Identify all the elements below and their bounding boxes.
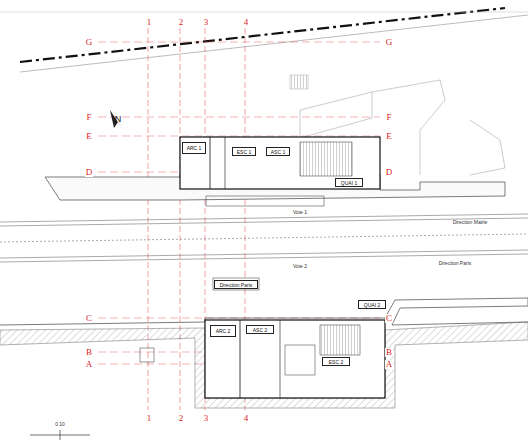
grid-label: 1 <box>146 18 153 27</box>
room-label: QUAI 2 <box>362 302 382 308</box>
room-box: ESC 2 <box>322 357 350 366</box>
grid-label: A <box>85 360 94 369</box>
plan-note: 0 10 <box>55 422 65 427</box>
room-box: Direction Paris <box>214 280 258 289</box>
room-label: QUAI 1 <box>339 180 359 186</box>
grid-label: B <box>85 348 93 357</box>
room-label: ASC 2 <box>251 327 269 333</box>
grid-label: F <box>385 113 392 122</box>
grid-label: F <box>85 113 92 122</box>
grid-label: 1 <box>146 414 153 423</box>
room-box: ASC 1 <box>266 147 290 156</box>
room-box: ASC 2 <box>246 325 274 334</box>
grid-label: 2 <box>178 18 185 27</box>
plan-note: N <box>115 115 122 124</box>
plan-note: Direction Mairie <box>453 220 488 225</box>
grid-label: 3 <box>203 18 210 27</box>
grid-label: 3 <box>203 414 210 423</box>
grid-label: C <box>385 314 393 323</box>
room-box: ARC 1 <box>182 142 206 154</box>
room-label: ARC 2 <box>214 328 233 334</box>
room-label: ARC 1 <box>185 145 204 151</box>
grid-label: G <box>85 38 94 47</box>
room-box: ESC 1 <box>232 147 256 156</box>
grid-label: C <box>85 314 93 323</box>
room-label: ASC 1 <box>269 149 287 155</box>
room-label: Direction Paris <box>218 282 255 288</box>
grid-label: B <box>385 348 393 357</box>
plan-note: Direction Paris <box>439 261 472 266</box>
grid-label: 4 <box>243 18 250 27</box>
plan-note: Voie 2 <box>293 264 307 269</box>
grid-label: A <box>385 360 394 369</box>
room-box: QUAI 1 <box>335 178 363 187</box>
room-box: QUAI 2 <box>358 300 386 309</box>
room-label: ESC 1 <box>235 149 253 155</box>
room-label: ESC 2 <box>327 359 345 365</box>
plan-note: Voie 1 <box>293 210 307 215</box>
grid-label: D <box>385 168 394 177</box>
grid-label: G <box>385 38 394 47</box>
grid-label: D <box>85 168 94 177</box>
room-box: ARC 2 <box>210 325 236 337</box>
grid-label: 4 <box>243 414 250 423</box>
grid-label: E <box>85 132 93 141</box>
grid-label: 2 <box>178 414 185 423</box>
grid-label: E <box>385 132 393 141</box>
